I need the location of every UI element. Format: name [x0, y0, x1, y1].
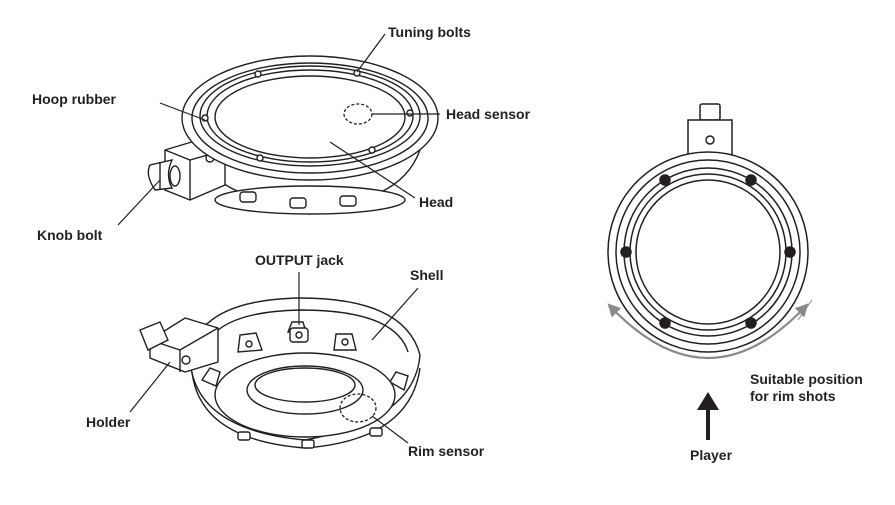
holder-label: Holder [86, 414, 131, 430]
tuning-bolts-label: Tuning bolts [388, 24, 471, 40]
shell-label: Shell [410, 267, 444, 283]
head-sensor-label: Head sensor [446, 106, 531, 122]
rim-sensor-marker [339, 393, 377, 423]
rim-shot-arc [607, 303, 809, 360]
player-arrow [697, 392, 719, 440]
bottom-leader-lines [129, 272, 419, 444]
rim-sensor-label: Rim sensor [408, 443, 485, 459]
output-jack-label: OUTPUT jack [255, 252, 344, 268]
knob-bolt-label: Knob bolt [37, 227, 103, 243]
bottom-pad-illustration [139, 297, 421, 449]
hoop-rubber-label: Hoop rubber [32, 91, 116, 107]
top-pad-illustration [147, 55, 439, 215]
player-label: Player [690, 447, 733, 463]
holder-bracket [149, 317, 219, 373]
suitable-position-label: Suitable position for rim shots [750, 371, 863, 404]
top-leader-lines [117, 33, 440, 226]
head-label: Head [419, 194, 454, 210]
right-pad-illustration [607, 103, 809, 353]
